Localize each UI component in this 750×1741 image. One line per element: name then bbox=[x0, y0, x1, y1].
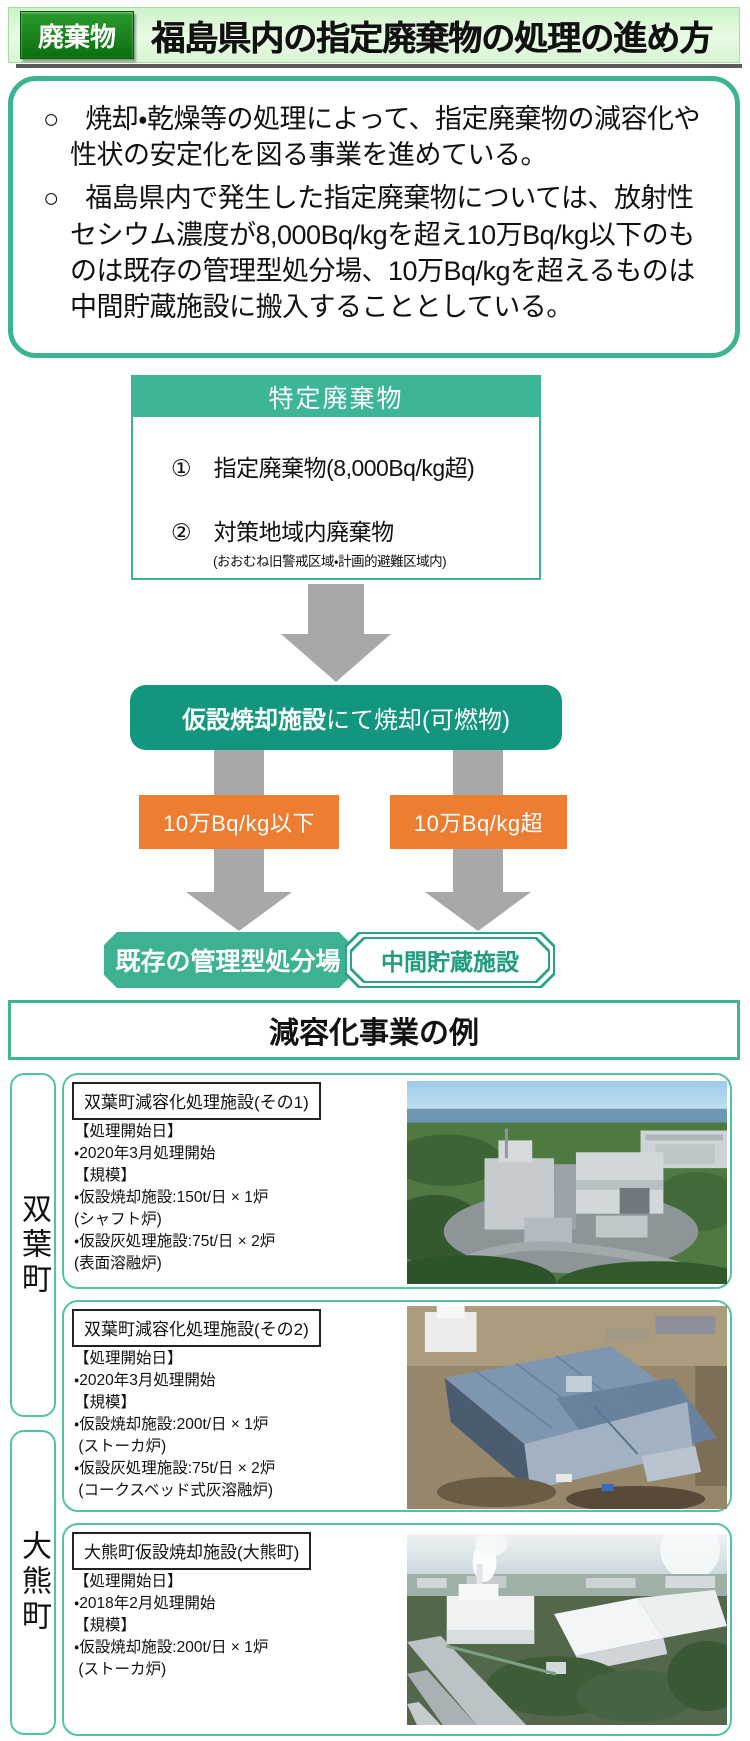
facility-1-details: 【処理開始日】・2020年3月処理開始【規模】・仮設焼却施設:150t/日 × … bbox=[74, 1121, 406, 1275]
facility-detail-line: 【処理開始日】 bbox=[74, 1350, 183, 1367]
branch-right-label: 10万Bq/kg超 bbox=[413, 811, 544, 836]
town-label-futaba: 双葉町 bbox=[17, 1192, 50, 1298]
facility-2-title-box: 双葉町減容化処理施設(その2) bbox=[72, 1309, 321, 1347]
facility-1-title-box: 双葉町減容化処理施設(その1) bbox=[72, 1082, 321, 1120]
source-item-2: ② 対策地域内廃棄物 bbox=[171, 519, 394, 545]
intro-bullet: ○ 焼却・乾燥等の処理によって、指定廃棄物の減容化や性状の安定化を図る事業を進め… bbox=[43, 104, 700, 171]
facility-detail-line: ・仮設灰処理施設:75t/日 × 2炉 bbox=[74, 1233, 276, 1250]
facility-detail-line: (表面溶融炉) bbox=[74, 1255, 162, 1272]
facility-photo-2 bbox=[407, 1306, 727, 1509]
facility-card-1: 双葉町減容化処理施設(その1) 【処理開始日】・2020年3月処理開始【規模】・… bbox=[62, 1073, 732, 1289]
facility-3-title-box: 大熊町仮設焼却施設(大熊町) bbox=[72, 1532, 312, 1570]
source-item-1: ① 指定廃棄物(8,000Bq/kg超) bbox=[171, 455, 475, 481]
facility-detail-line: (ストーカ炉) bbox=[74, 1661, 167, 1678]
town-label-okuma: 大熊町 bbox=[17, 1530, 50, 1635]
town-label-okuma-box: 大熊町 bbox=[10, 1430, 56, 1735]
incineration-label-bold: 仮設焼却施設 bbox=[182, 707, 326, 734]
facility-detail-line: ・2018年2月処理開始 bbox=[74, 1595, 216, 1612]
town-label-futaba-box: 双葉町 bbox=[10, 1073, 56, 1417]
facility-3-details: 【処理開始日】・2018年2月処理開始【規模】・仮設焼却施設:200t/日 × … bbox=[74, 1571, 406, 1681]
landfill-label: 既存の管理型処分場 bbox=[115, 948, 341, 976]
facility-detail-line: (ストーカ炉) bbox=[74, 1438, 167, 1455]
facility-detail-line: ・仮設焼却施設:150t/日 × 1炉 bbox=[74, 1189, 269, 1206]
branch-right-label-box: 10万Bq/kg超 bbox=[390, 795, 567, 849]
interim-storage-face: 中間貯蔵施設 bbox=[352, 939, 548, 981]
facility-detail-line: ・仮設灰処理施設:75t/日 × 2炉 bbox=[74, 1460, 276, 1477]
facility-photo-3 bbox=[407, 1534, 727, 1725]
waste-category-badge: 廃棄物 bbox=[20, 11, 134, 59]
facility-detail-line: (コークスベッド式灰溶融炉) bbox=[74, 1482, 274, 1499]
specified-waste-box: 特定廃棄物 ① 指定廃棄物(8,000Bq/kg超) ② 対策地域内廃棄物 (お… bbox=[131, 375, 541, 580]
specified-waste-title: 特定廃棄物 bbox=[268, 385, 404, 413]
down-arrow-shaft bbox=[308, 584, 364, 634]
incineration-label-rest: にて焼却(可燃物) bbox=[326, 707, 510, 734]
incineration-box: 仮設焼却施設にて焼却(可燃物) bbox=[130, 685, 562, 750]
facility-detail-line: ・2020年3月処理開始 bbox=[74, 1372, 216, 1389]
connector-left-upper bbox=[214, 750, 264, 796]
intro-bullet: ○ 福島県内で発生した指定廃棄物については、放射性セシウム濃度が8,000Bq/… bbox=[43, 183, 695, 322]
branch-left-label: 10万Bq/kg以下 bbox=[163, 811, 315, 836]
branch-left-label-box: 10万Bq/kg以下 bbox=[139, 795, 339, 849]
connector-right-lower bbox=[453, 849, 503, 892]
source-item-2-note: (おおむね旧警戒区域・計画的避難区域内) bbox=[213, 554, 447, 569]
intro-box: ○ 焼却・乾燥等の処理によって、指定廃棄物の減容化や性状の安定化を図る事業を進め… bbox=[8, 76, 740, 358]
banner-shadow-line bbox=[16, 64, 742, 68]
badge-label: 廃棄物 bbox=[37, 21, 116, 52]
facility-card-3: 大熊町仮設焼却施設(大熊町) 【処理開始日】・2018年2月処理開始【規模】・仮… bbox=[62, 1523, 732, 1736]
facility-photo-1 bbox=[407, 1081, 727, 1284]
facility-detail-line: 【規模】 bbox=[74, 1394, 137, 1411]
facility-card-2: 双葉町減容化処理施設(その2) 【処理開始日】・2020年3月処理開始【規模】・… bbox=[62, 1300, 732, 1512]
connector-right-upper bbox=[453, 750, 503, 796]
facility-detail-line: 【処理開始日】 bbox=[74, 1573, 183, 1590]
facility-detail-line: 【規模】 bbox=[74, 1167, 137, 1184]
section-title: 減容化事業の例 bbox=[269, 1017, 479, 1050]
arrowhead-left bbox=[186, 892, 292, 931]
specified-waste-header: 特定廃棄物 bbox=[133, 377, 539, 417]
facility-detail-line: ・仮設焼却施設:200t/日 × 1炉 bbox=[74, 1416, 269, 1433]
section-title-box: 減容化事業の例 bbox=[8, 1000, 740, 1060]
interim-storage-box: 中間貯蔵施設 bbox=[345, 932, 555, 988]
facility-detail-line: ・仮設焼却施設:200t/日 × 1炉 bbox=[74, 1639, 269, 1656]
connector-left-lower bbox=[214, 849, 264, 892]
facility-detail-line: 【規模】 bbox=[74, 1617, 137, 1634]
interim-storage-label: 中間貯蔵施設 bbox=[381, 949, 519, 975]
header-banner: 廃棄物 福島県内の指定廃棄物の処理の進め方 bbox=[8, 7, 740, 63]
down-arrow-head bbox=[281, 634, 391, 682]
facility-detail-line: 【処理開始日】 bbox=[74, 1123, 183, 1140]
facility-detail-line: (シャフト炉) bbox=[74, 1211, 162, 1228]
facility-detail-line: ・2020年3月処理開始 bbox=[74, 1145, 216, 1162]
arrowhead-right bbox=[425, 892, 531, 931]
page-title: 福島県内の指定廃棄物の処理の進め方 bbox=[151, 19, 713, 58]
landfill-box: 既存の管理型処分場 bbox=[104, 932, 352, 988]
facility-2-details: 【処理開始日】・2020年3月処理開始【規模】・仮設焼却施設:200t/日 × … bbox=[74, 1348, 406, 1502]
